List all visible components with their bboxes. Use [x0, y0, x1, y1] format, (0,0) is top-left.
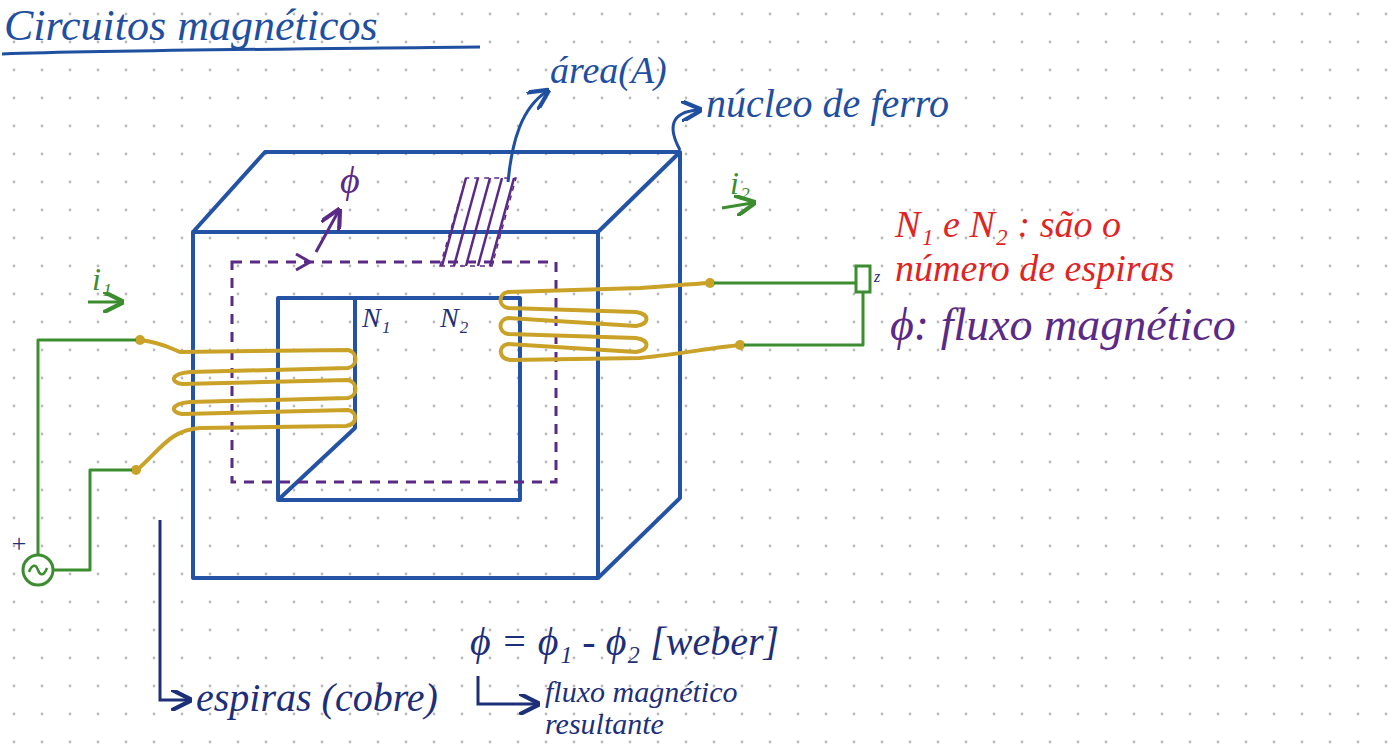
terminal-dot [735, 340, 745, 350]
load-symbol [856, 266, 870, 292]
turns-label: N₂ [440, 303, 468, 334]
polarity-sign: + [10, 530, 28, 559]
area-leader [508, 92, 546, 182]
current-arrow [722, 203, 752, 208]
core-side-face [598, 152, 680, 578]
flux-note: ϕ: fluxo magnético [890, 300, 1236, 351]
flux-formula: ϕ = ϕ₁ - ϕ₂ [weber] [470, 620, 779, 664]
page-title: Circuitos magnéticos [4, 2, 378, 50]
terminal-dot [135, 335, 145, 345]
area-hatch [440, 178, 516, 266]
flux-leader [316, 212, 338, 252]
coil-note: espiras (cobre) [196, 676, 438, 720]
ac-source-symbol [23, 555, 53, 585]
current-label: i₂ [730, 166, 750, 201]
core-leader [673, 110, 698, 150]
current-label: i₁ [92, 262, 112, 297]
primary-wires [38, 340, 136, 570]
formula-note: fluxo magnético resultante [545, 676, 795, 739]
core-label: núcleo de ferro [706, 82, 949, 126]
primary-coil [137, 340, 356, 470]
terminal-dot [131, 465, 141, 475]
formula-leader [478, 676, 536, 704]
secondary-wires [714, 283, 863, 345]
current-arrow [88, 301, 120, 304]
core-front-face [193, 232, 598, 578]
turns-note: N₁ e N₂ : são o número de espiras [895, 203, 1225, 290]
core-top-face [193, 152, 680, 232]
secondary-coil [501, 283, 741, 360]
turns-label: N₁ [362, 303, 390, 334]
load-label: z [874, 268, 880, 286]
flux-arrow [296, 254, 310, 270]
terminal-dot [705, 278, 715, 288]
area-label: área(A) [550, 50, 667, 92]
coil-leader [160, 520, 188, 700]
iron-core [193, 152, 680, 578]
ac-source-wave [29, 566, 47, 575]
flux-path [232, 262, 556, 482]
flux-symbol: ϕ [340, 160, 360, 202]
